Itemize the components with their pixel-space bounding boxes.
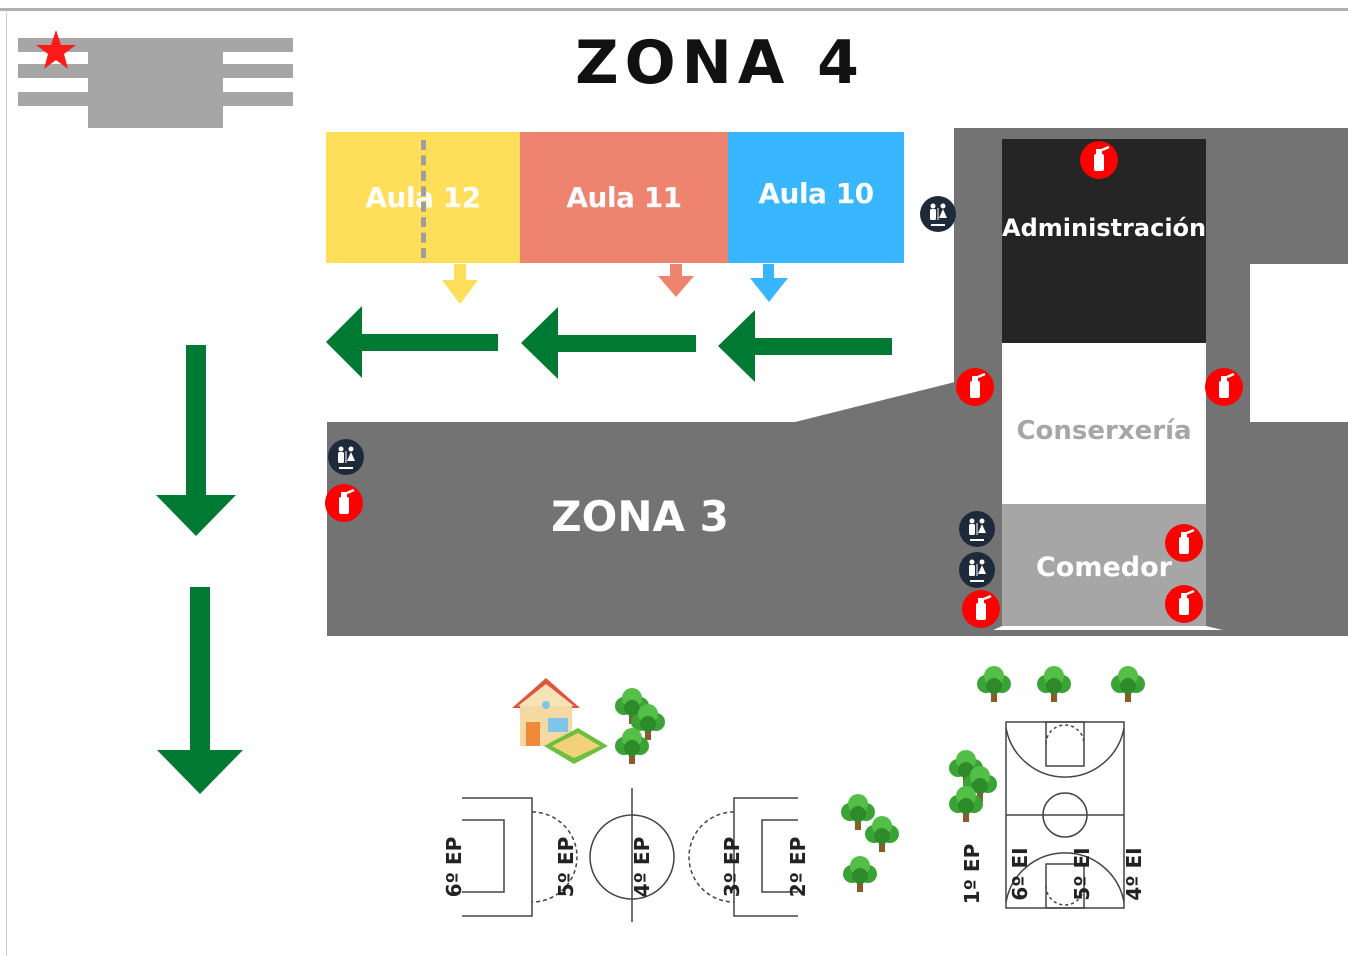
top-border <box>0 8 1348 11</box>
basketball-court <box>1005 721 1125 909</box>
zone-3-label: ZONA 3 <box>551 492 729 541</box>
tree-icon <box>841 794 875 830</box>
toilet-icon <box>959 552 995 588</box>
building-base <box>954 630 1348 636</box>
tree-icon <box>615 728 649 764</box>
toilet-icon <box>920 196 956 232</box>
football-court <box>462 788 798 922</box>
tree-icon <box>977 666 1011 702</box>
entrance-block <box>18 38 293 128</box>
court-label: 2º EP <box>786 836 810 898</box>
court-label: 3º EP <box>720 836 744 898</box>
page-title: ZONA 4 <box>575 28 865 98</box>
court-label: 5º EP <box>554 836 578 898</box>
fire-extinguisher-icon <box>1203 366 1245 408</box>
evacuation-arrow <box>326 306 498 378</box>
court-label: 5º EI <box>1070 847 1094 901</box>
caretaker-room <box>1002 343 1206 504</box>
left-border <box>6 10 7 956</box>
tree-icon <box>843 856 877 892</box>
toilet-icon <box>959 511 995 547</box>
house-icon <box>512 678 580 746</box>
classroom-aula-10: Aula 10 <box>728 132 904 263</box>
fire-extinguisher-icon <box>954 366 996 408</box>
fire-extinguisher-icon <box>1163 522 1205 564</box>
court-label: 6º EP <box>442 836 466 898</box>
fire-extinguisher-icon <box>1163 583 1205 625</box>
zona-3-area <box>327 382 955 636</box>
sandbox-icon <box>544 728 608 764</box>
tree-icon <box>865 816 899 852</box>
fire-extinguisher-icon <box>1078 139 1120 181</box>
court-label: 4º EI <box>1122 847 1146 901</box>
fire-extinguisher-icon <box>323 482 365 524</box>
courtyard-gap <box>1250 264 1348 422</box>
administration-label: Administración <box>1002 214 1207 242</box>
evacuation-arrow <box>156 345 236 536</box>
evacuation-arrow <box>157 587 243 794</box>
classroom-exit-arrow <box>442 264 478 304</box>
classroom-exit-arrow <box>658 264 694 297</box>
fire-extinguisher-icon <box>960 588 1002 630</box>
star-icon <box>36 30 76 69</box>
court-label: 1º EP <box>960 843 984 905</box>
classroom-exit-arrow <box>750 264 788 302</box>
court-label: 4º EP <box>630 836 654 898</box>
door-divider <box>421 140 426 258</box>
court-label: 6º EI <box>1008 847 1032 901</box>
tree-icon <box>1111 666 1145 702</box>
evacuation-arrow <box>521 307 696 379</box>
classroom-label: Aula 11 <box>566 181 682 214</box>
caretaker-label: Conserxería <box>1016 416 1192 446</box>
toilet-icon <box>328 439 364 475</box>
classroom-aula-11: Aula 11 <box>520 132 728 263</box>
dining-label: Comedor <box>1035 552 1172 583</box>
evacuation-arrow <box>718 310 892 382</box>
entrance-main <box>88 38 223 128</box>
classroom-label: Aula 10 <box>758 177 874 210</box>
tree-icon <box>1037 666 1071 702</box>
